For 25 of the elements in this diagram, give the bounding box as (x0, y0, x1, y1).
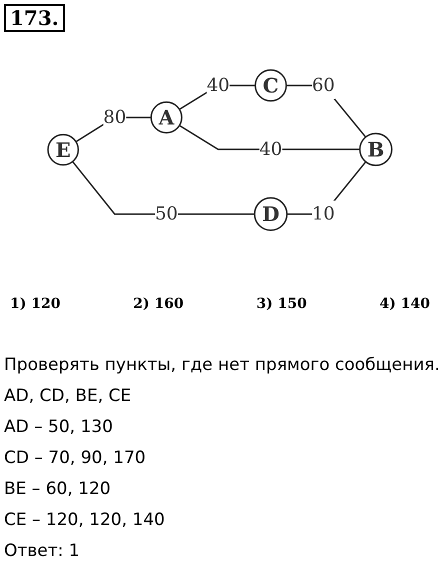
connector (72, 160, 255, 215)
answer-option: 1) 120 (10, 296, 60, 312)
node-circle: A (150, 101, 183, 134)
answer-option: 4) 140 (380, 296, 430, 312)
node-circle: D (254, 197, 288, 231)
solution-line: AD, CD, BE, CE (4, 385, 132, 408)
edge-label: 40 (259, 138, 282, 160)
connector (179, 124, 360, 150)
node-circle: E (47, 134, 80, 166)
edge-label: 80 (103, 106, 126, 128)
answer-option: 3) 150 (256, 296, 307, 312)
node-circle: C (254, 69, 288, 102)
answer-option: 2) 160 (133, 296, 184, 312)
node-circle: B (359, 132, 393, 166)
solution-line: Проверять пункты, где нет прямого сообщения. (4, 354, 438, 377)
solution-line: AD – 50, 130 (4, 416, 114, 439)
problem-number: 173. (4, 4, 65, 32)
edge-label: 10 (312, 203, 335, 224)
edge-label: 50 (155, 203, 178, 224)
answer-text: Ответ: 1 (4, 540, 81, 563)
solution-line: CD – 70, 90, 170 (4, 447, 147, 470)
solution-line: CE – 120, 120, 140 (4, 509, 166, 532)
edge-label: 60 (312, 74, 335, 96)
solution-line: BE – 60, 120 (4, 478, 112, 501)
edge-label: 40 (206, 74, 230, 96)
